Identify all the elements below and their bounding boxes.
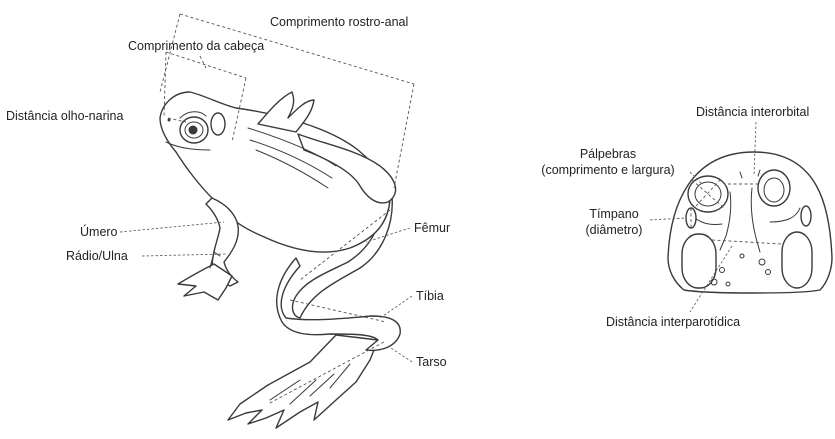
- label-tibia: Tíbia: [416, 289, 444, 303]
- label-tympanum: Tímpano: [589, 207, 638, 221]
- label-humerus: Úmero: [80, 224, 118, 239]
- tarsus-leader: [388, 346, 412, 362]
- humerus-leader: [120, 222, 224, 232]
- label-eyelids-detail: (comprimento e largura): [541, 163, 674, 177]
- label-eye-nostril-distance: Distância olho-narina: [6, 109, 123, 123]
- snout-vent-right-tick: [394, 84, 414, 188]
- label-eyelids: Pálpebras: [580, 147, 636, 161]
- label-interparotoid-distance: Distância interparotídica: [606, 315, 740, 329]
- label-femur: Fêmur: [414, 221, 450, 235]
- label-interorbital-distance: Distância interorbital: [696, 105, 809, 119]
- frog-dorsal-head-drawing: [668, 152, 832, 293]
- label-tarsus: Tarso: [416, 355, 447, 369]
- label-snout-vent-length: Comprimento rostro-anal: [270, 15, 408, 29]
- label-head-length: Comprimento da cabeça: [128, 39, 264, 53]
- eye-pupil: [189, 126, 198, 135]
- head-length-label-pointer: [200, 56, 206, 68]
- frog-lateral-drawing: [160, 92, 400, 428]
- label-tympanum-detail: (diâmetro): [586, 223, 643, 237]
- label-radius-ulna: Rádio/Ulna: [66, 249, 128, 263]
- tibia-leader: [380, 296, 412, 318]
- nostril: [168, 119, 171, 122]
- snout-vent-left-tick: [160, 14, 180, 92]
- head-length-measure-line: [166, 52, 246, 78]
